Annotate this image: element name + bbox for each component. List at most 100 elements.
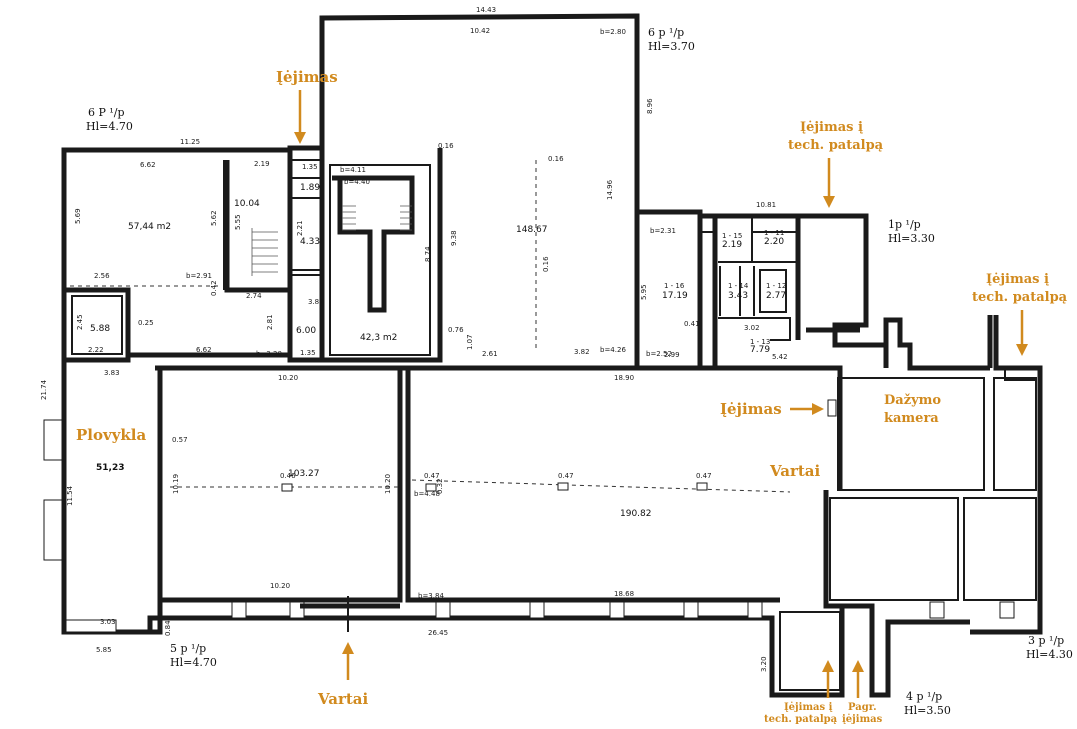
dimension: 0.84 xyxy=(164,620,172,636)
dimension: 2.19 xyxy=(254,160,270,168)
height-note-value: Hl=4.70 xyxy=(170,656,217,669)
height-note-floor: 6 p ¹/p xyxy=(648,26,684,39)
paint-booth-label: kamera xyxy=(884,411,939,426)
height-note-floor: 5 p ¹/p xyxy=(170,642,206,655)
room-area: 42,3 m2 xyxy=(360,333,397,343)
room-area: 51,23 xyxy=(96,463,124,473)
dimension: 0.16 xyxy=(542,256,550,272)
dimension: 10.20 xyxy=(270,582,290,590)
room-code: 1 - 11 xyxy=(764,229,784,237)
dimension: 2.81 xyxy=(266,314,274,330)
room-area: 5.88 xyxy=(90,324,110,334)
dimension: 0.42 xyxy=(210,280,218,296)
dimension: 3.03 xyxy=(100,618,116,626)
walls xyxy=(43,13,1043,698)
entrance-label: Įėjimas xyxy=(276,68,338,86)
dimension: 11.25 xyxy=(180,138,200,146)
height-note-value: Hl=4.70 xyxy=(86,120,133,133)
dimension: 6.62 xyxy=(196,346,212,354)
room-area: 2.77 xyxy=(766,291,786,301)
height-notes: 6 p ¹/p Hl=3.70 6 P ¹/p Hl=4.70 1p ¹/p H… xyxy=(86,26,1073,717)
dimension: b=4.26 xyxy=(600,346,626,354)
dimension: 2.74 xyxy=(246,292,262,300)
room-code: 1 - 15 xyxy=(722,232,742,240)
dimension: 3.82 xyxy=(574,348,590,356)
dimension: 5.85 xyxy=(96,646,112,654)
basement-label: įėjimas xyxy=(842,714,883,725)
dimension: b=3.20 xyxy=(256,350,282,358)
height-note-floor: 1p ¹/p xyxy=(888,218,921,231)
dimension: 3.20 xyxy=(760,656,768,672)
tech-entrance-label: tech. patalpą xyxy=(788,138,884,153)
dimension: 26.45 xyxy=(428,629,448,637)
dimension: b=2.52 xyxy=(646,350,672,358)
tech-entrance-label: Įėjimas į xyxy=(800,120,863,135)
dimension: 0.47 xyxy=(696,472,712,480)
dimension: 0.76 xyxy=(448,326,464,334)
height-note-floor: 6 P ¹/p xyxy=(88,106,125,119)
dimensions: 14.43 10.42 11.25 6.62 2.19 1.35 5.69 5.… xyxy=(40,6,788,672)
dimension: 1.35 xyxy=(302,163,318,171)
dimension: 2.56 xyxy=(94,272,110,280)
room-area: 103.27 xyxy=(288,469,320,479)
room-code: 1 - 16 xyxy=(664,282,685,290)
height-note-floor: 3 p ¹/p xyxy=(1028,634,1064,647)
height-note-value: Hl=3.30 xyxy=(888,232,935,245)
room-area: 148.67 xyxy=(516,225,548,235)
room-area: 2.20 xyxy=(764,237,784,247)
dimension: 18.90 xyxy=(614,374,634,382)
carwash-label: Plovykla xyxy=(76,426,147,444)
basement-label: Pagr. xyxy=(848,702,877,713)
room-area: 4.33 xyxy=(300,237,320,247)
dimension: b=4.40 xyxy=(344,178,370,186)
dimension: 1.07 xyxy=(466,334,474,350)
arrow-head-icon xyxy=(852,660,864,672)
tech-entrance-label: tech. patalpą xyxy=(764,714,838,725)
dimension: 0.41 xyxy=(684,320,700,328)
room-area: 17.19 xyxy=(662,291,688,301)
dimension: 0.47 xyxy=(424,472,440,480)
dimension: 0.57 xyxy=(172,436,188,444)
dimension: 10.20 xyxy=(384,474,392,494)
dimension: 8.96 xyxy=(646,98,654,114)
dimension: 2.22 xyxy=(88,346,104,354)
dimension: b=3.84 xyxy=(418,592,444,600)
dimension: 10.81 xyxy=(756,201,776,209)
room-area: 10.04 xyxy=(234,199,260,209)
dimension: b=2.91 xyxy=(186,272,212,280)
dimension: 3.02 xyxy=(744,324,760,332)
dimension: 1.35 xyxy=(300,349,316,357)
room-area: 190.82 xyxy=(620,509,652,519)
dimension: 0.25 xyxy=(138,319,154,327)
arrow-head-icon xyxy=(294,132,306,144)
dimension: b=2.31 xyxy=(650,227,676,235)
dimension: 14.43 xyxy=(476,6,496,14)
dimension: b=4.11 xyxy=(340,166,366,174)
room-area: 1.89 xyxy=(300,183,320,193)
arrow-head-icon xyxy=(812,403,824,415)
dimension: 10.19 xyxy=(172,474,180,494)
dimension: 0.32 xyxy=(436,478,444,494)
room-code: 1 - 13 xyxy=(750,338,770,346)
dimension: 0.46 xyxy=(280,472,296,480)
dimension: 5.55 xyxy=(234,214,242,230)
dimension: 0.16 xyxy=(548,155,564,163)
room-area: 57,44 m2 xyxy=(128,222,171,232)
dimension: 5.69 xyxy=(74,208,82,224)
height-note-value: Hl=3.50 xyxy=(904,704,951,717)
arrow-head-icon xyxy=(823,196,835,208)
tech-entrance-label: Įėjimas į xyxy=(784,702,833,713)
entrance-label: Įėjimas xyxy=(720,400,782,418)
dimension: 10.42 xyxy=(470,27,490,35)
dimension: 2.99 xyxy=(664,351,680,359)
dimension: 21.74 xyxy=(40,379,48,400)
room-area: 2.19 xyxy=(722,240,742,250)
room-codes: 1 - 16 1 - 14 1 - 15 1 - 11 1 - 12 1 - 1… xyxy=(664,229,786,346)
dimension: 18.68 xyxy=(614,590,634,598)
dimension: 2.45 xyxy=(76,314,84,330)
gate-label: Vartai xyxy=(769,462,821,480)
dimension: 5.95 xyxy=(640,284,648,300)
room-area: 3.43 xyxy=(728,291,748,301)
annotations: Įėjimas Įėjimas į tech. patalpą Įėjimas … xyxy=(76,68,1068,725)
